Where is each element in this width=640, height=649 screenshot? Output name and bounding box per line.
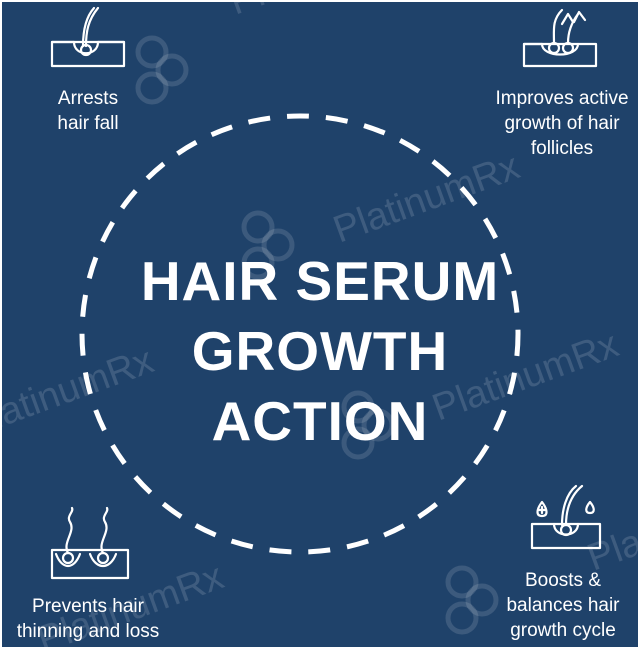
benefit-line: growth of hair [504, 113, 620, 134]
benefit-line: Arrests [57, 88, 119, 109]
benefit-line: Prevents hair [32, 596, 144, 617]
benefit-line: balances hair [506, 595, 620, 616]
benefit-label-boosts: Boosts & balances hair growth cycle [488, 568, 638, 643]
hair-drops-icon [530, 484, 602, 550]
headline-line: HAIR SERUM [140, 250, 500, 312]
benefit-label-improves: Improves active growth of hair follicles [472, 86, 638, 161]
hair-roots-icon [50, 506, 130, 580]
headline-line: GROWTH [191, 320, 449, 382]
benefit-line: thinning and loss [16, 621, 160, 642]
benefit-label-prevents: Prevents hair thinning and loss [2, 594, 178, 644]
watermark-logo-icon [135, 35, 189, 105]
hair-follicle-icon [50, 6, 126, 68]
headline-line: ACTION [211, 390, 429, 452]
dashed-ring [79, 113, 521, 555]
hair-growth-arrows-icon [522, 8, 598, 68]
watermark-logo-icon [341, 390, 395, 460]
watermark-logo-icon [445, 565, 499, 635]
benefit-line: growth cycle [510, 620, 616, 641]
benefit-line: Improves active [495, 88, 629, 109]
benefit-line: hair fall [57, 113, 119, 134]
benefit-line: follicles [530, 138, 594, 159]
benefit-line: Boosts & [524, 570, 602, 591]
watermark-logo-icon [241, 210, 295, 280]
headline: HAIR SERUM GROWTH ACTION [60, 246, 580, 456]
benefit-label-arrests: Arrests hair fall [18, 86, 158, 136]
